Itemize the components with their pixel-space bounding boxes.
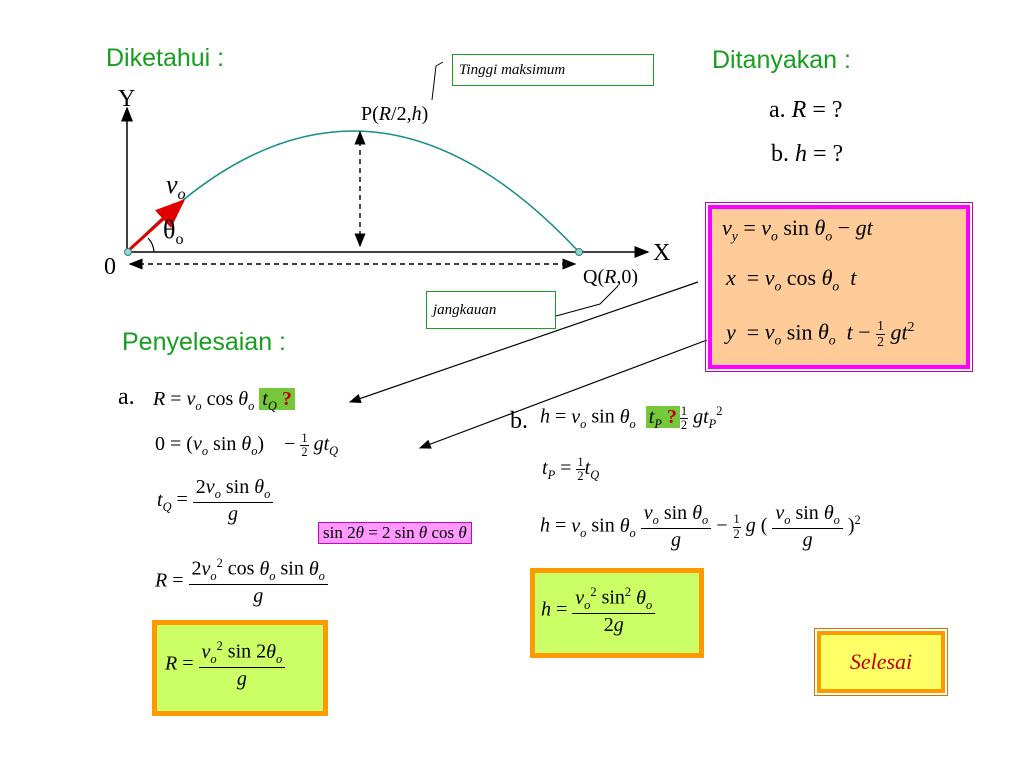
solution-a-label: a.: [118, 384, 135, 410]
identity-sin2theta: sin 2θ = 2 sin θ cos θ: [318, 522, 472, 544]
equation-vy: vy = vo sin θo − gt: [722, 215, 873, 244]
angle-label: θo: [163, 215, 184, 249]
velocity-label: vo: [166, 170, 186, 204]
equation-x: x = vo cos θo t: [726, 265, 857, 294]
selesai-button[interactable]: Selesai: [814, 628, 948, 696]
axis-x-label: X: [653, 240, 671, 266]
question-b: b. h = ?: [771, 141, 844, 167]
start-point: [124, 248, 132, 256]
question-a: a. R = ?: [769, 97, 843, 123]
trajectory-curve: [127, 130, 580, 253]
connector-arrow-a2: [418, 339, 708, 449]
solution-b-label: b.: [510, 408, 528, 434]
peak-point-label: P(R/2,h): [361, 103, 429, 125]
origin-label: 0: [104, 254, 116, 280]
equations-panel: vy = vo sin θo − gt x = vo cos θo t y = …: [705, 202, 973, 372]
note-max-height: Tinggi maksimum: [452, 54, 654, 86]
heading-ditanyakan: Ditanyakan :: [712, 46, 851, 74]
end-point-label: Q(R,0): [583, 266, 638, 288]
heading-penyelesaian: Penyelesaian :: [122, 328, 287, 356]
callout-leader-top: [431, 61, 444, 101]
heading-diketahui: Diketahui :: [106, 44, 225, 72]
axis-y-label: Y: [118, 86, 136, 112]
note-range: jangkauan: [426, 291, 556, 329]
callout-leader-bottom: [555, 285, 619, 317]
connector-arrow-a: [348, 281, 699, 404]
solution-a-line1: R = vo cos θo tQ ?: [153, 388, 295, 414]
angle-arc: [147, 237, 155, 253]
end-point: [575, 248, 583, 256]
velocity-arrow: [127, 198, 186, 252]
